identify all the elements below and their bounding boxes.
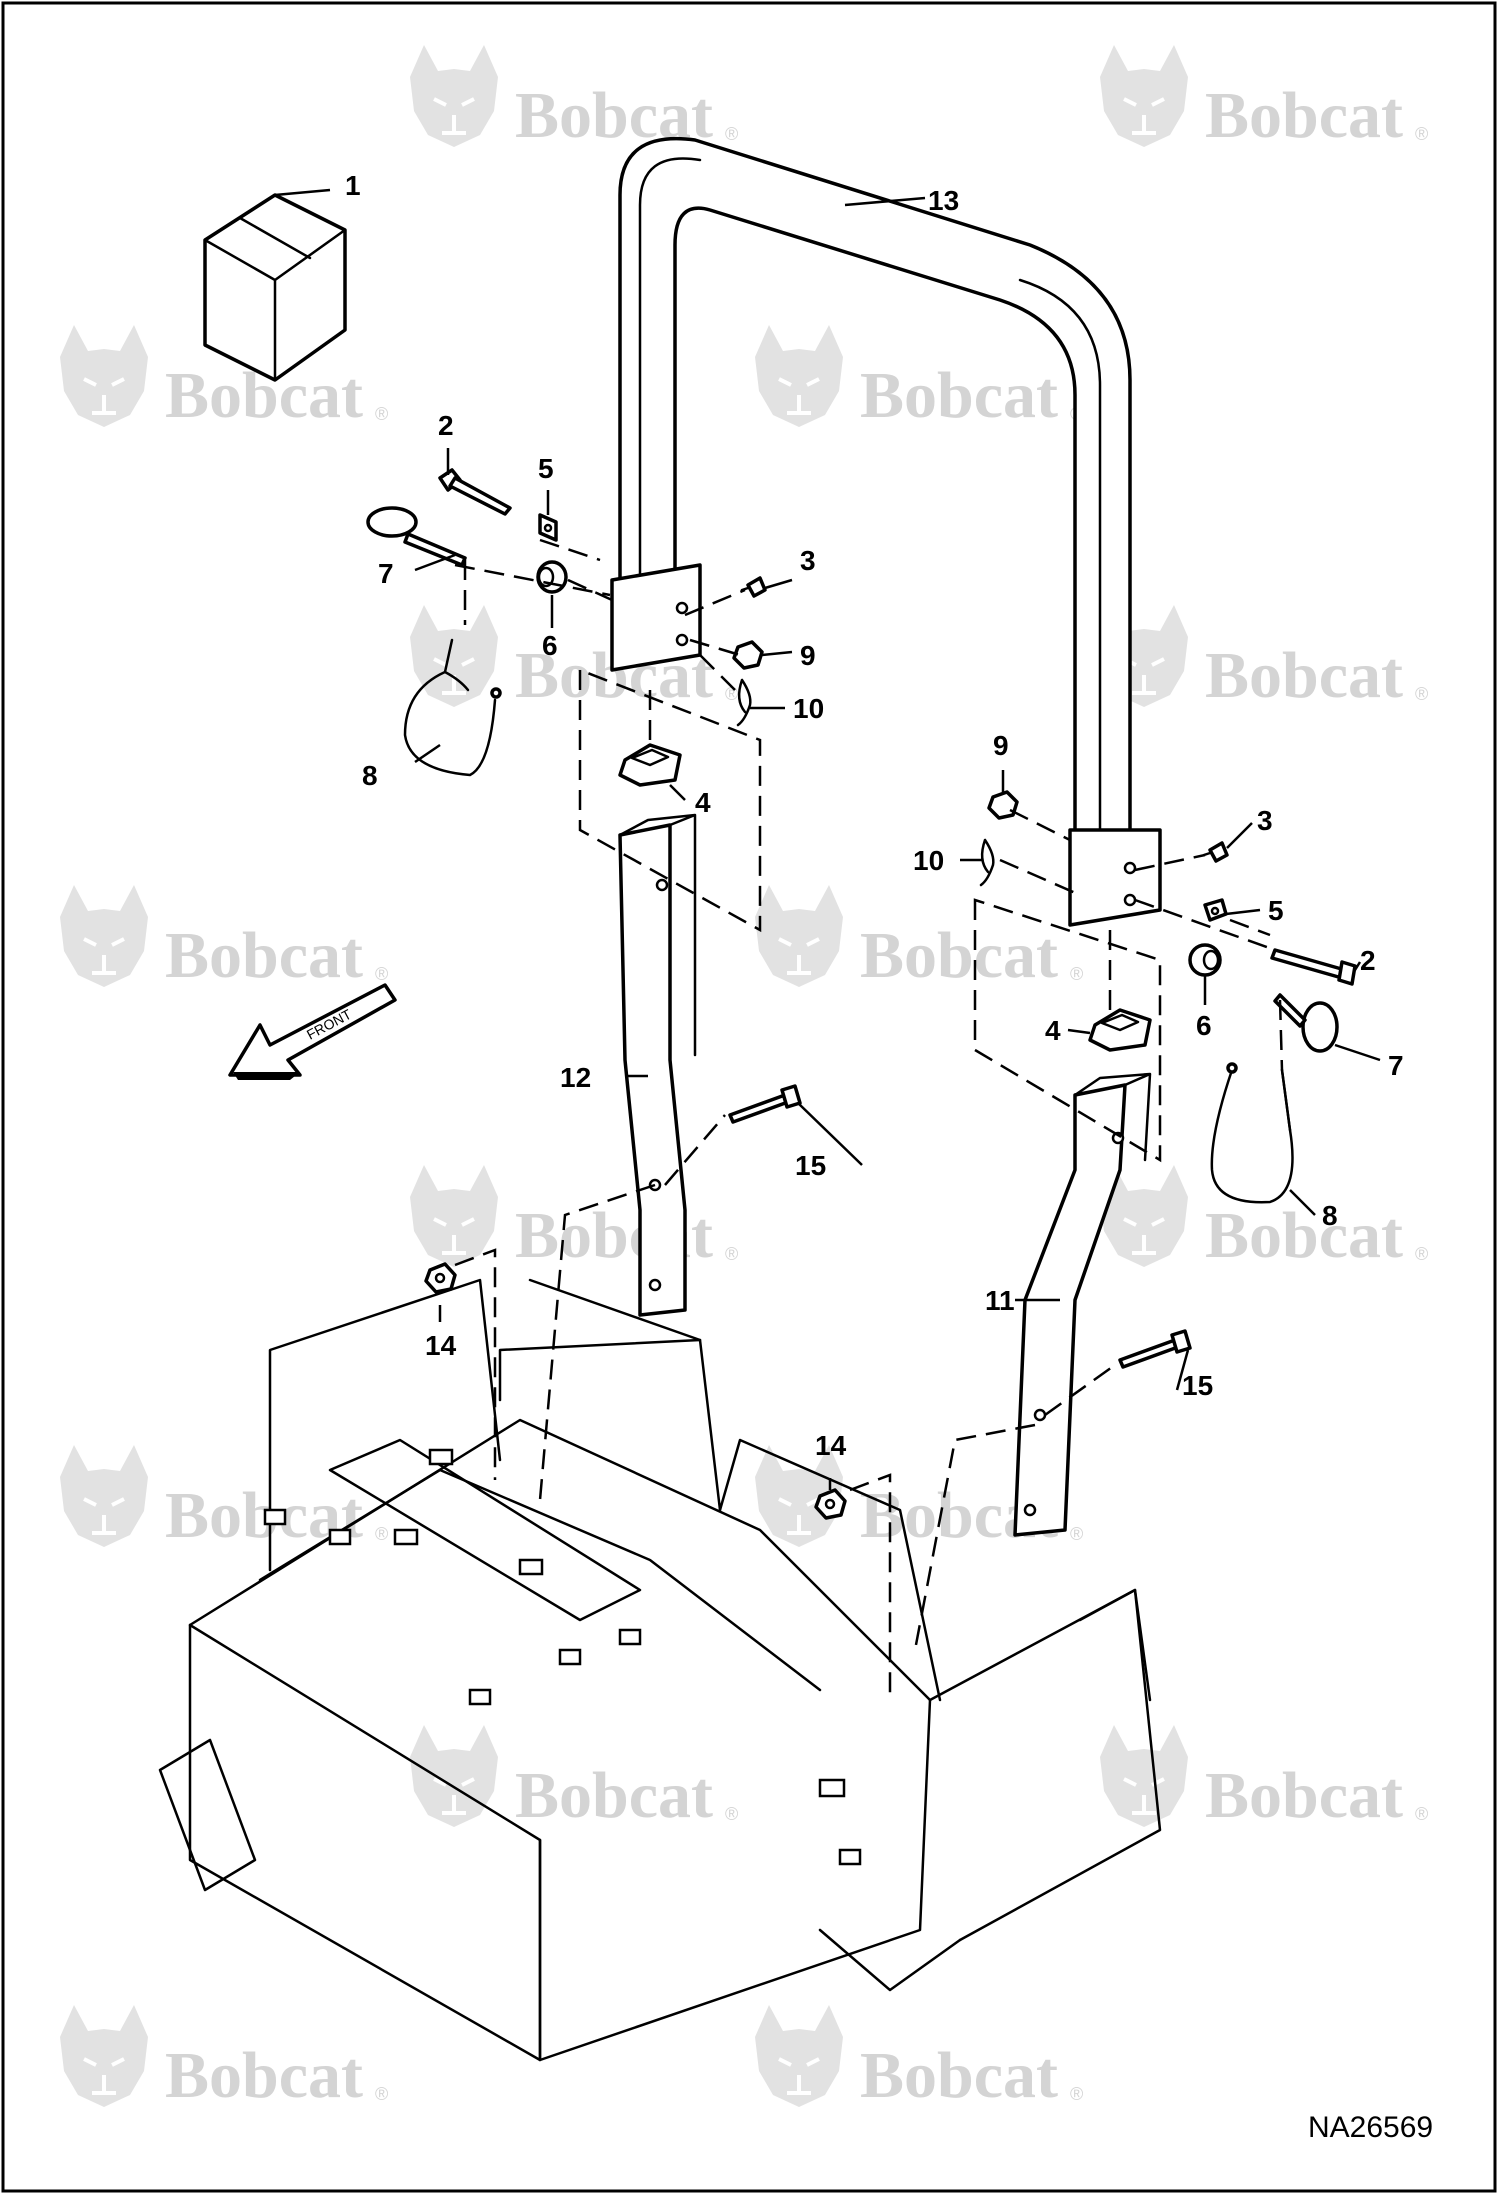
- svg-text:®: ®: [375, 1524, 388, 1544]
- callout-labels: 1 2 2 3 3 4 4 5 5 6 6 7 7 8 8 9 9 10 10 …: [345, 170, 1404, 1461]
- part-3-screw-left: [740, 576, 767, 598]
- part-7-pin-left: [366, 506, 467, 567]
- watermark-layer: Bobcat® Bobcat® Bobcat® Bobcat® Bobcat® …: [58, 43, 1428, 2112]
- watermark: Bobcat ®: [58, 883, 388, 992]
- svg-text:Bobcat: Bobcat: [1205, 1199, 1403, 1272]
- callout-3-left: 3: [800, 545, 816, 576]
- part-10-clip-left: [736, 678, 752, 727]
- callout-9-right: 9: [993, 730, 1009, 761]
- svg-text:Bobcat: Bobcat: [515, 1759, 713, 1832]
- callout-5-left: 5: [538, 453, 554, 484]
- callout-2-right: 2: [1360, 945, 1376, 976]
- svg-text:®: ®: [1415, 124, 1428, 144]
- watermark: Bobcat®: [408, 43, 738, 152]
- part-1-box: [203, 193, 347, 382]
- callout-4-left: 4: [695, 787, 711, 818]
- svg-text:®: ®: [1415, 1244, 1428, 1264]
- part-6-right: [1188, 943, 1222, 977]
- callout-12: 12: [560, 1062, 591, 1093]
- svg-text:®: ®: [1415, 684, 1428, 704]
- svg-text:®: ®: [375, 964, 388, 984]
- part-15-bolt-left: [728, 1084, 802, 1124]
- part-2-bolt-left: [438, 468, 512, 516]
- diagram-code: NA26569: [1308, 2111, 1433, 2144]
- part-5-right: [1203, 898, 1228, 922]
- part-2-bolt-right: [1270, 948, 1357, 986]
- part-6-left: [536, 560, 568, 594]
- callout-6-right: 6: [1196, 1010, 1212, 1041]
- part-4-cap-right: [1088, 1008, 1152, 1052]
- part-12-left-post: [618, 813, 697, 1317]
- callout-11: 11: [985, 1285, 1015, 1316]
- svg-text:®: ®: [725, 1244, 738, 1264]
- part-5-left: [538, 513, 558, 542]
- svg-text:Bobcat: Bobcat: [165, 2039, 363, 2112]
- svg-text:Bobcat: Bobcat: [1205, 79, 1403, 152]
- part-10-clip-right: [979, 838, 995, 887]
- svg-text:Bobcat: Bobcat: [165, 919, 363, 992]
- part-9-nut-right: [987, 790, 1019, 820]
- callout-15-left: 15: [795, 1150, 826, 1181]
- callout-10-right: 10: [913, 845, 944, 876]
- watermark: Bobcat ®: [1098, 1723, 1428, 1832]
- part-14-nut-right: [814, 1488, 847, 1520]
- callout-13: 13: [928, 185, 959, 216]
- svg-text:®: ®: [1070, 964, 1083, 984]
- svg-text:Bobcat: Bobcat: [860, 919, 1058, 992]
- part-7-pin-right: [1273, 993, 1339, 1053]
- watermark: Bobcat®: [408, 1163, 738, 1272]
- callout-3-right: 3: [1257, 805, 1273, 836]
- callout-1: 1: [345, 170, 361, 201]
- svg-text:®: ®: [1070, 2084, 1083, 2104]
- svg-text:Bobcat: Bobcat: [1205, 639, 1403, 712]
- callout-15-right: 15: [1182, 1370, 1213, 1401]
- part-14-nut-left: [424, 1262, 457, 1294]
- callout-8-left: 8: [362, 760, 378, 791]
- watermark: Bobcat ®: [1098, 603, 1428, 712]
- svg-text:®: ®: [1415, 1804, 1428, 1824]
- assembly-lines: [454, 538, 1284, 1700]
- watermark: Bobcat ®: [1098, 43, 1428, 152]
- leader-lines: [274, 188, 1381, 1490]
- part-3-screw-right: [1202, 841, 1229, 863]
- watermark: Bobcat ®: [408, 1723, 738, 1832]
- part-9-nut-left: [732, 640, 764, 670]
- front-arrow: FRONT: [228, 983, 397, 1080]
- callout-6-left: 6: [542, 630, 558, 661]
- watermark: Bobcat ®: [753, 2003, 1083, 2112]
- callout-14-right: 14: [815, 1430, 847, 1461]
- watermark: Bobcat ®: [753, 883, 1083, 992]
- callout-2-left: 2: [438, 410, 454, 441]
- svg-text:Bobcat: Bobcat: [860, 359, 1058, 432]
- base-frame: [158, 1278, 1162, 2062]
- svg-text:®: ®: [375, 2084, 388, 2104]
- callout-5-right: 5: [1268, 895, 1284, 926]
- callout-8-right: 8: [1322, 1200, 1338, 1231]
- watermark: Bobcat®: [753, 323, 1083, 432]
- svg-text:®: ®: [1070, 1524, 1083, 1544]
- svg-text:Bobcat: Bobcat: [1205, 1759, 1403, 1832]
- watermark: Bobcat ®: [58, 2003, 388, 2112]
- callout-9-left: 9: [800, 640, 816, 671]
- svg-text:®: ®: [725, 1804, 738, 1824]
- watermark: Bobcat ®: [1098, 1163, 1428, 1272]
- callout-14-left: 14: [425, 1330, 457, 1361]
- part-15-bolt-right: [1118, 1329, 1192, 1369]
- part-4-cap-left: [618, 743, 682, 787]
- part-8-lanyard-right: [1210, 1062, 1294, 1204]
- callout-7-left: 7: [378, 558, 394, 589]
- svg-text:®: ®: [725, 124, 738, 144]
- callout-7-right: 7: [1388, 1050, 1404, 1081]
- part-8-lanyard-left: [403, 638, 502, 777]
- svg-text:®: ®: [375, 404, 388, 424]
- callout-10-left: 10: [793, 693, 824, 724]
- svg-text:Bobcat: Bobcat: [860, 2039, 1058, 2112]
- callout-4-right: 4: [1045, 1015, 1061, 1046]
